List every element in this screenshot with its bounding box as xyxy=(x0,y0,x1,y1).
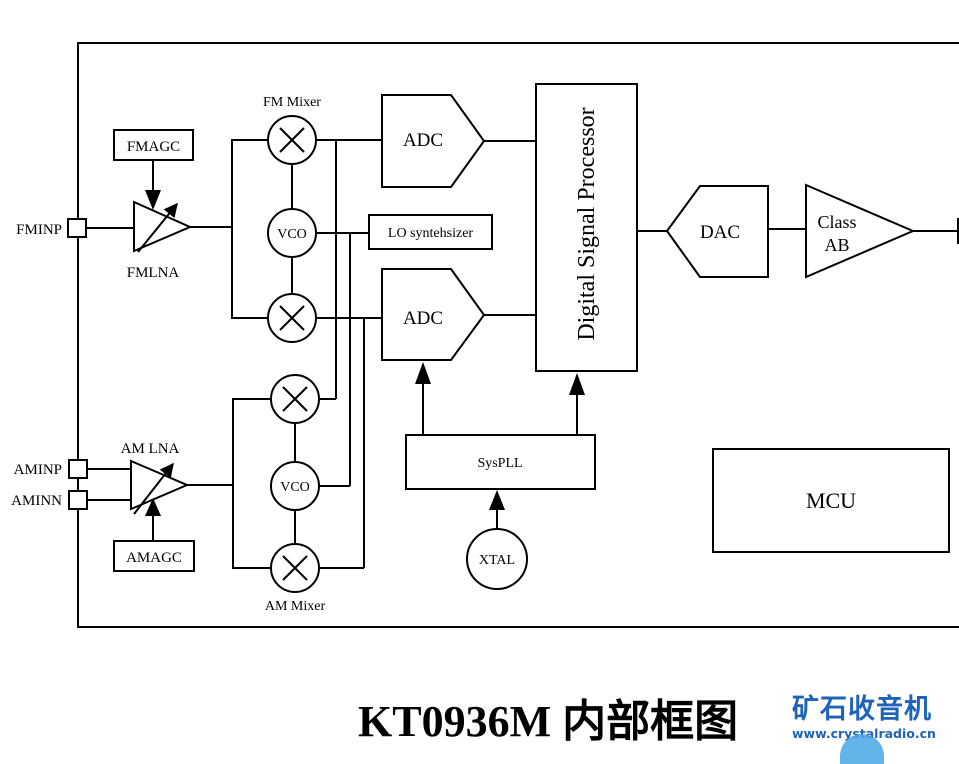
am-mixer-i xyxy=(270,374,320,424)
fm-vco: VCO xyxy=(267,208,317,258)
am-vco-label: VCO xyxy=(280,480,310,495)
fmagc-block: FMAGC xyxy=(113,129,194,161)
watermark-logo: 矿石收音机 www.crystalradio.cn xyxy=(792,694,959,764)
fm-mixer-q xyxy=(267,293,317,343)
aminn-label: AMINN xyxy=(11,493,62,509)
watermark-url: www.crystalradio.cn xyxy=(792,726,959,742)
class-ab-label-line2: AB xyxy=(824,235,849,255)
fmlna-label: FMLNA xyxy=(127,265,180,281)
adc-top-block: ADC xyxy=(381,94,486,188)
fm-vco-label: VCO xyxy=(277,227,307,242)
fminp-label: FMINP xyxy=(16,222,62,238)
am-lna-amplifier xyxy=(130,459,190,515)
lo-synthesizer-block: LO syntehsizer xyxy=(368,214,493,250)
adc-bottom-label: ADC xyxy=(403,308,443,329)
am-mixer-q xyxy=(270,543,320,593)
multiply-cross-icon xyxy=(282,386,308,412)
dac-block: DAC xyxy=(665,185,769,278)
adc-bottom-block: ADC xyxy=(381,268,486,361)
dsp-label: Digital Signal Processor xyxy=(574,107,600,340)
mcu-block: MCU xyxy=(712,448,950,553)
diagonal-arrow-icon xyxy=(133,462,174,515)
fmlna-amplifier xyxy=(133,200,193,253)
fminp-pin xyxy=(67,218,87,238)
triangle-amplifier-icon xyxy=(805,183,916,279)
chip-boundary xyxy=(77,42,959,628)
multiply-cross-icon xyxy=(279,305,305,331)
fm-mixer-i xyxy=(267,115,317,165)
class-ab-label-line1: Class xyxy=(817,212,856,232)
amagc-block: AMAGC xyxy=(113,540,195,572)
lo-synthesizer-label: LO syntehsizer xyxy=(388,226,473,241)
multiply-cross-icon xyxy=(282,555,308,581)
am-mixer-label: AM Mixer xyxy=(265,599,326,614)
triangle-amplifier-icon xyxy=(130,459,190,511)
xtal-label: XTAL xyxy=(479,553,515,568)
class-ab-amplifier: Class AB xyxy=(805,183,916,279)
amagc-label: AMAGC xyxy=(126,550,182,566)
syspll-block: SysPLL xyxy=(405,434,596,490)
aminp-pin xyxy=(68,459,88,479)
triangle-amplifier-icon xyxy=(133,200,193,253)
fmagc-label: FMAGC xyxy=(127,139,180,155)
diagram-caption: KT0936M 内部框图 xyxy=(358,697,739,746)
am-vco: VCO xyxy=(270,461,320,511)
syspll-label: SysPLL xyxy=(477,456,522,471)
aminn-pin xyxy=(68,490,88,510)
dac-label: DAC xyxy=(700,222,740,243)
watermark-text: 矿石收音机 xyxy=(792,694,932,725)
am-lna-label: AM LNA xyxy=(121,441,180,457)
diagonal-arrow-icon xyxy=(137,202,178,253)
fm-mixer-label: FM Mixer xyxy=(263,95,321,110)
xtal-oscillator: XTAL xyxy=(466,528,528,590)
adc-top-label: ADC xyxy=(403,130,443,151)
aminp-label: AMINP xyxy=(14,462,62,478)
mcu-label: MCU xyxy=(806,488,856,513)
multiply-cross-icon xyxy=(279,127,305,153)
dsp-block: Digital Signal Processor xyxy=(535,83,638,372)
